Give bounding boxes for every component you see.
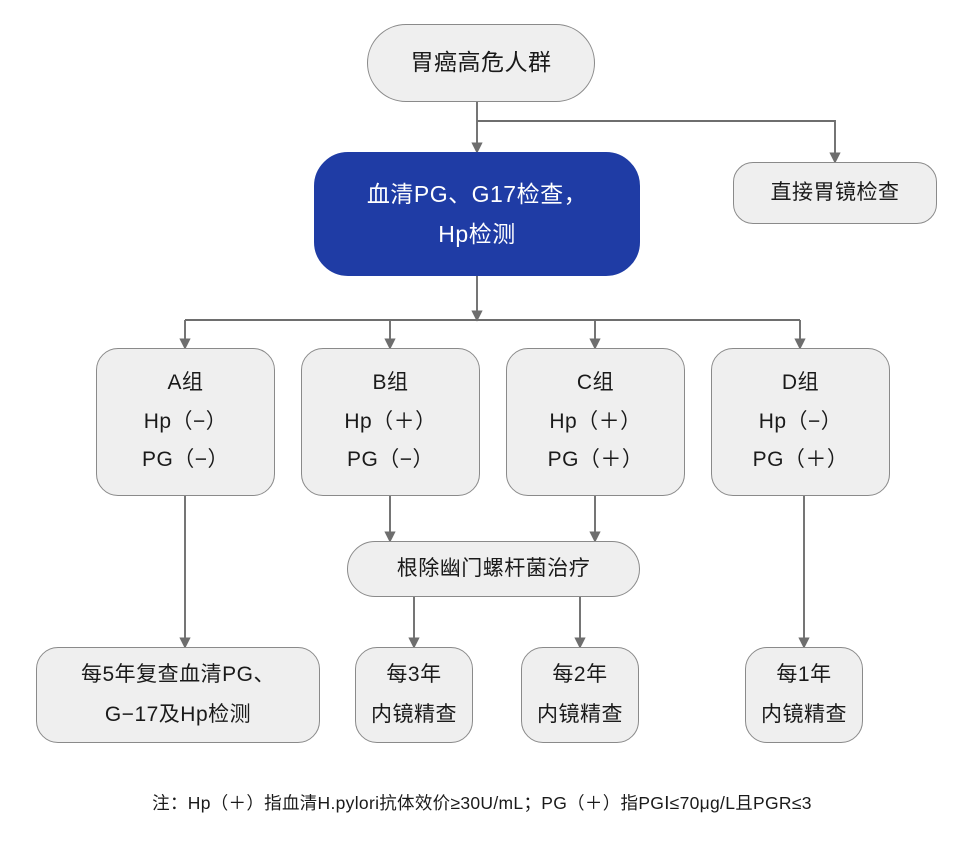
group-hp-status: Hp（＋） (549, 409, 642, 433)
group-pg-status: PG（＋） (547, 448, 644, 472)
node-label-line2: G−17及Hp检测 (104, 703, 252, 726)
node-label: 直接胃镜检查 (770, 180, 900, 204)
node-label-line1: 每1年 (776, 663, 832, 687)
node-followup-5-year[interactable]: 每5年复查血清PG、 G−17及Hp检测 (36, 647, 320, 743)
node-label-line1: 每5年复查血清PG、 (80, 663, 276, 687)
group-pg-status: PG（−） (141, 448, 230, 472)
node-label-line2: 内镜精查 (371, 703, 457, 726)
group-hp-status: Hp（−） (758, 409, 843, 433)
node-group-b[interactable]: B组 Hp（＋） PG（−） (301, 348, 480, 496)
group-hp-status: Hp（−） (143, 409, 228, 433)
group-pg-status: PG（−） (346, 448, 435, 472)
footnote-text: 注：Hp（＋）指血清H.pylori抗体效价≥30U/mL；PG（＋）指PGⅠ≤… (152, 793, 812, 813)
node-hp-eradication-treatment[interactable]: 根除幽门螺杆菌治疗 (347, 541, 640, 597)
group-pg-status: PG（＋） (752, 448, 849, 472)
node-label-line2: 内镜精查 (537, 703, 623, 726)
node-followup-2-year[interactable]: 每2年 内镜精查 (521, 647, 639, 743)
node-group-d[interactable]: D组 Hp（−） PG（＋） (711, 348, 890, 496)
node-direct-endoscopy[interactable]: 直接胃镜检查 (733, 162, 937, 224)
group-name: B组 (372, 370, 409, 394)
node-high-risk-population[interactable]: 胃癌高危人群 (367, 24, 595, 102)
node-label-line2: Hp检测 (438, 221, 516, 247)
node-followup-3-year[interactable]: 每3年 内镜精查 (355, 647, 473, 743)
node-group-c[interactable]: C组 Hp（＋） PG（＋） (506, 348, 685, 496)
node-label: 胃癌高危人群 (410, 49, 552, 76)
node-followup-1-year[interactable]: 每1年 内镜精查 (745, 647, 863, 743)
group-name: D组 (781, 370, 820, 394)
group-name: A组 (167, 370, 204, 394)
group-hp-status: Hp（＋） (344, 409, 437, 433)
node-group-a[interactable]: A组 Hp（−） PG（−） (96, 348, 275, 496)
node-label-line1: 每3年 (386, 663, 442, 687)
node-serum-screening[interactable]: 血清PG、G17检查， Hp检测 (314, 152, 640, 276)
node-label-line1: 每2年 (552, 663, 608, 687)
node-label-line2: 内镜精查 (761, 703, 847, 726)
group-name: C组 (576, 370, 615, 394)
node-label: 根除幽门螺杆菌治疗 (396, 556, 591, 580)
node-label-line1: 血清PG、G17检查， (366, 180, 588, 207)
